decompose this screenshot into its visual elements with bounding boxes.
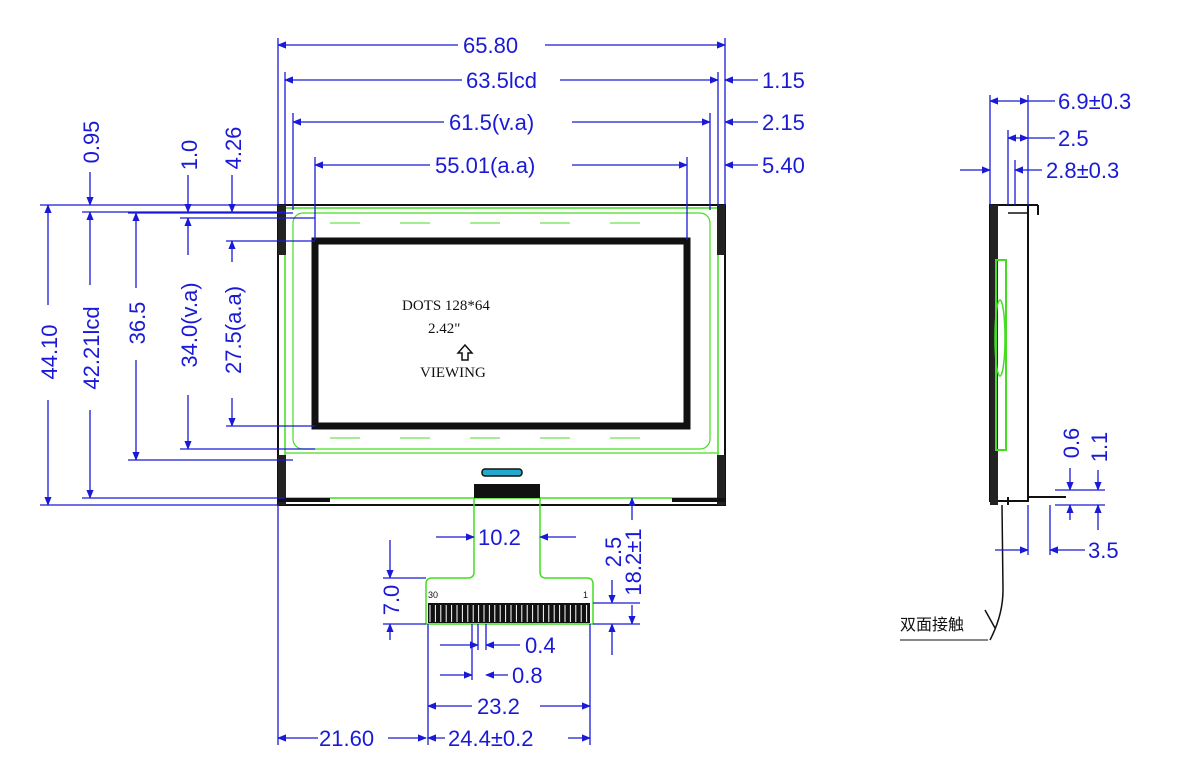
- dim-lcd-height: 42.21lcd: [79, 306, 104, 389]
- dim-side-thickness: 6.9±0.3: [1058, 89, 1131, 114]
- dim-side-35: 3.5: [1088, 538, 1119, 563]
- dim-fpc-length: 18.2±1: [621, 528, 646, 595]
- dim-fpc-pad-height: 7.0: [379, 585, 404, 616]
- corner-tab: [717, 205, 725, 255]
- pin-last-label: 1: [583, 590, 588, 600]
- side-fpc-tail: [989, 504, 1004, 641]
- active-area: [311, 237, 691, 430]
- dim-side-25: 2.5: [1058, 126, 1089, 151]
- dim-fpc-neck: 10.2: [478, 525, 521, 550]
- dim-lcd-width: 63.5lcd: [466, 68, 537, 93]
- viewing-label: VIEWING: [420, 365, 486, 381]
- dim-side-11: 1.1: [1087, 432, 1112, 463]
- dim-426: 4.26: [221, 127, 246, 170]
- dots-label: DOTS 128*64: [402, 298, 490, 314]
- dim-365: 36.5: [125, 302, 150, 345]
- dim-va-height: 34.0(v.a): [177, 282, 202, 367]
- dim-pin-span: 23.2: [477, 694, 520, 719]
- corner-tab: [278, 455, 286, 505]
- dim-pin-pitch: 0.4: [525, 633, 556, 658]
- fpc-pins: [428, 603, 590, 623]
- dim-08: 0.8: [512, 663, 543, 688]
- fpc-connector: [474, 484, 540, 498]
- side-dimensions: [960, 95, 1105, 555]
- dim-fpc-width: 24.4±0.2: [448, 726, 533, 751]
- dim-10: 1.0: [177, 140, 202, 171]
- side-view: 双面接触: [900, 204, 1066, 641]
- top-dimensions: [277, 38, 758, 240]
- dim-115: 1.15: [762, 68, 805, 93]
- left-dimensions: [40, 172, 315, 506]
- dim-va-width: 61.5(v.a): [449, 110, 534, 135]
- dim-side-28: 2.8±0.3: [1046, 158, 1119, 183]
- dim-095: 0.95: [79, 121, 104, 164]
- dim-540: 5.40: [762, 153, 805, 178]
- dim-aa-height: 27.5(a.a): [221, 286, 246, 374]
- dim-fpc-offset: 21.60: [319, 726, 374, 751]
- dim-overall-width: 65.80: [463, 33, 518, 58]
- fpc-strip: [481, 468, 523, 477]
- side-bezel: [990, 205, 998, 505]
- corner-tab: [278, 205, 286, 255]
- fpc-pin-dividers: [429, 605, 588, 622]
- pin-first-label: 30: [428, 590, 438, 600]
- fpc-outline: [425, 498, 594, 625]
- fpc-dimensions: [277, 497, 640, 745]
- front-view: DOTS 128*64 2.42" VIEWING 30 1: [277, 204, 726, 625]
- size-label: 2.42": [428, 321, 460, 337]
- dim-side-06: 0.6: [1059, 428, 1084, 459]
- viewing-area-outline: [292, 212, 711, 450]
- leader-line: [984, 609, 996, 629]
- contact-note: 双面接触: [900, 615, 964, 634]
- outer-frame: [277, 204, 726, 506]
- dim-215: 2.15: [762, 110, 805, 135]
- corner-tab: [717, 455, 725, 505]
- dim-fpc-25: 2.5: [601, 537, 626, 568]
- viewing-arrow-icon: [456, 343, 474, 361]
- dim-overall-height: 44.10: [37, 324, 62, 379]
- dim-aa-width: 55.01(a.a): [435, 153, 535, 178]
